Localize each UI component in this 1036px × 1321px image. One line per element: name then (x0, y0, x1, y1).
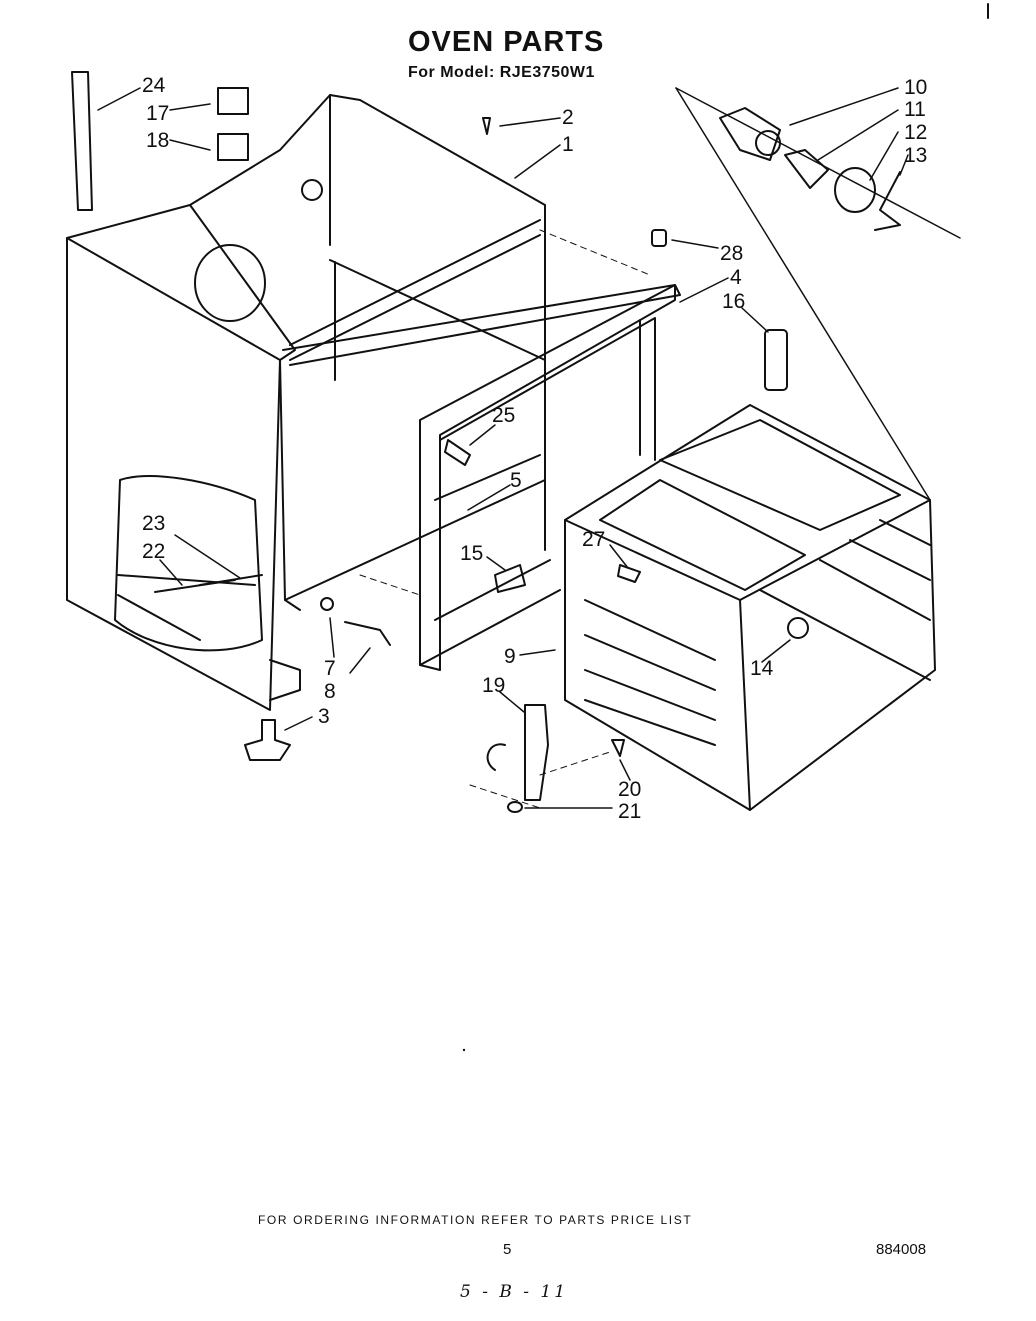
callout-5: 5 (510, 469, 522, 492)
nut-7 (320, 597, 334, 611)
ordering-note: FOR ORDERING INFORMATION REFER TO PARTS … (258, 1213, 693, 1227)
callout-labels: 24 17 18 2 1 10 11 12 13 28 4 16 25 5 15… (142, 74, 927, 823)
callout-21: 21 (618, 800, 641, 823)
callout-8: 8 (324, 680, 336, 703)
document-number: 884008 (876, 1241, 927, 1258)
callout-1: 1 (562, 133, 574, 156)
block-17 (217, 87, 249, 115)
callout-14: 14 (750, 657, 774, 680)
oven-liner (564, 404, 936, 811)
callout-12: 12 (904, 121, 927, 144)
element-23 (199, 574, 263, 586)
clip-27 (617, 564, 641, 583)
latch-hook (486, 743, 506, 771)
bracket-15 (494, 564, 526, 593)
callout-27: 27 (582, 528, 605, 551)
page-title: OVEN PARTS (408, 26, 605, 58)
callout-10: 10 (904, 76, 927, 99)
callout-9: 9 (504, 645, 516, 668)
leveling-leg-3 (244, 719, 291, 761)
screw-2 (482, 117, 491, 135)
callout-18: 18 (146, 129, 169, 152)
diagonal-leader (675, 87, 931, 501)
page-number: 5 (503, 1241, 512, 1258)
callout-2: 2 (562, 106, 574, 129)
callout-28: 28 (720, 242, 743, 265)
callout-3: 3 (318, 705, 330, 728)
callout-19: 19 (482, 674, 505, 697)
callout-11: 11 (904, 98, 926, 121)
cap-28 (651, 229, 667, 247)
callout-23: 23 (142, 512, 165, 535)
light-assembly (719, 107, 901, 231)
washer-21 (507, 801, 523, 813)
stray-dot (462, 1048, 466, 1052)
screw-20 (611, 739, 625, 757)
callout-4: 4 (730, 266, 742, 289)
callout-13: 13 (904, 144, 927, 167)
callout-arrows (97, 87, 909, 809)
callout-24: 24 (142, 74, 166, 97)
front-frame (419, 284, 676, 671)
block-18 (217, 133, 249, 161)
callout-16: 16 (722, 290, 745, 313)
callout-15: 15 (460, 542, 483, 565)
callout-20: 20 (618, 778, 641, 801)
model-subtitle: For Model: RJE3750W1 (408, 64, 595, 81)
guide-lines (359, 229, 651, 809)
latch-19 (524, 704, 549, 801)
diagonal-leader-2 (675, 87, 961, 239)
bracket-strip (71, 71, 93, 211)
bracket-8 (344, 621, 391, 646)
callout-17: 17 (146, 102, 169, 125)
cabinet-body (66, 94, 681, 711)
callout-7: 7 (324, 657, 336, 680)
callout-25: 25 (492, 404, 515, 427)
handwritten-note: 5 - B - 11 (460, 1282, 569, 1302)
switch-25 (444, 439, 471, 466)
cylinder-16 (764, 329, 788, 391)
callout-22: 22 (142, 540, 165, 563)
